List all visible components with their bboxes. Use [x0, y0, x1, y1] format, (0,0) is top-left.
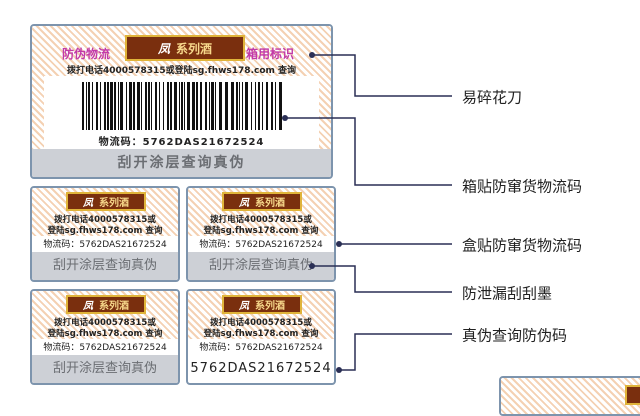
logistics-code: 物流码：5762DAS21672524: [98, 137, 265, 148]
barcode-bar: [245, 82, 248, 130]
logistics-code: 物流码：5762DAS21672524: [199, 343, 323, 353]
barcode-bar: [92, 82, 93, 130]
left-tag: 防伪物流: [62, 47, 111, 61]
barcode-bar: [110, 82, 113, 130]
barcode-bar: [148, 82, 150, 130]
query-line-2: 登陆sg.fhws178.com 查询: [203, 329, 319, 339]
callout-line: [339, 333, 452, 371]
barcode-bar: [104, 82, 106, 130]
carton-label: 凤系列酒 拨打电话4000578315或 登陆sg.fhws178.com 查询…: [30, 289, 180, 385]
carton-label: 凤系列酒 拨打电话4000578315或 登陆sg.fhws178.com 查询…: [30, 186, 180, 282]
scratch-area: 刮开涂层查询真伪: [32, 355, 178, 383]
partial-label: [499, 376, 640, 416]
callout-dot: [309, 263, 315, 269]
callout-scratch-ink: 防泄漏刮刮墨: [462, 284, 553, 303]
brand-logo: 凤系列酒: [66, 295, 146, 314]
scratch-area: 刮开涂层查询真伪: [32, 149, 331, 177]
brand-logo: 凤系列酒: [66, 192, 146, 211]
barcode-bar: [236, 82, 238, 130]
barcode-bar: [200, 82, 202, 130]
barcode-bar: [155, 82, 157, 130]
barcode-bar: [211, 82, 214, 130]
barcode-bar: [209, 82, 210, 130]
callout-anti-counterfeit-code: 真伪查询防伪码: [462, 326, 568, 345]
barcode-bar: [215, 82, 216, 130]
box-label: 凤系列酒 防伪物流 箱用标识 拨打电话4000578315或登陆sg.fhws1…: [30, 24, 333, 179]
barcode-bar: [196, 82, 198, 130]
brand-logo: 凤系列酒: [125, 35, 245, 61]
barcode-bar: [159, 82, 160, 130]
barcode-bar: [107, 82, 109, 130]
barcode-bar: [266, 82, 268, 130]
barcode-bar: [279, 82, 282, 130]
query-line-1: 拨打电话4000578315或: [210, 318, 312, 328]
query-line-2: 登陆sg.fhws178.com 查询: [47, 226, 163, 236]
callout-dot: [309, 52, 315, 58]
barcode-bar: [174, 82, 177, 130]
callout-line: [312, 265, 452, 293]
barcode-bar: [133, 82, 135, 130]
barcode-bar: [163, 82, 164, 130]
barcode-bar: [151, 82, 152, 130]
carton-label: 凤系列酒 拨打电话4000578315或 登陆sg.fhws178.com 查询…: [186, 289, 336, 385]
right-tag: 箱用标识: [246, 47, 295, 61]
barcode-bar: [205, 82, 207, 130]
callout-line: [285, 117, 452, 186]
query-line-2: 登陆sg.fhws178.com 查询: [203, 226, 319, 236]
barcode-bar: [100, 82, 101, 130]
query-line: 拨打电话4000578315或登陆sg.fhws178.com 查询: [66, 66, 297, 76]
barcode-bar: [179, 82, 180, 130]
barcode-bar: [219, 82, 222, 130]
query-line-1: 拨打电话4000578315或: [54, 318, 156, 328]
barcode-bar: [225, 82, 228, 130]
barcode: [82, 82, 282, 130]
callout-lines: [282, 52, 452, 373]
barcode-bar: [126, 82, 127, 130]
barcode-bar: [129, 82, 132, 130]
callout-box-logistics-code: 箱贴防窜货物流码: [462, 177, 583, 196]
brand-logo: 凤系列酒: [222, 295, 302, 314]
logistics-code: 物流码：5762DAS21672524: [43, 240, 167, 250]
callout-fragile-cut: 易碎花刀: [462, 88, 523, 107]
revealed-code: 5762DAS21672524: [190, 361, 332, 376]
barcode-bar: [251, 82, 252, 130]
barcode-bar: [167, 82, 169, 130]
logistics-code: 物流码：5762DAS21672524: [43, 343, 167, 353]
brand-logo: 凤系列酒: [222, 192, 302, 211]
barcode-bar: [137, 82, 140, 130]
barcode-bar: [239, 82, 240, 130]
callout-dot: [336, 241, 342, 247]
barcode-bar: [231, 82, 234, 130]
barcode-bar: [262, 82, 263, 130]
scratch-area: 刮开涂层查询真伪: [32, 252, 178, 280]
barcode-bar: [141, 82, 142, 130]
barcode-bar: [192, 82, 195, 130]
barcode-bar: [170, 82, 172, 130]
barcode-bar: [145, 82, 147, 130]
barcode-bar: [275, 82, 276, 130]
barcode-bar: [255, 82, 256, 130]
barcode-bar: [187, 82, 190, 130]
query-line-1: 拨打电话4000578315或: [54, 215, 156, 225]
callout-line: [312, 54, 452, 97]
barcode-bar: [88, 82, 90, 130]
barcode-bar: [82, 82, 84, 130]
query-line-2: 登陆sg.fhws178.com 查询: [47, 329, 163, 339]
query-line-1: 拨打电话4000578315或: [210, 215, 312, 225]
barcode-bar: [258, 82, 260, 130]
barcode-bar: [96, 82, 98, 130]
barcode-bar: [86, 82, 87, 130]
barcode-bar: [120, 82, 123, 130]
barcode-bar: [242, 82, 243, 130]
callout-dot: [336, 367, 342, 373]
callout-carton-logistics-code: 盒贴防窜货物流码: [462, 236, 583, 255]
barcode-bar: [184, 82, 185, 130]
barcode-bar: [118, 82, 119, 130]
callout-dot: [282, 115, 288, 121]
barcode-bar: [181, 82, 183, 130]
barcode-bar: [271, 82, 273, 130]
logistics-code: 物流码：5762DAS21672524: [199, 240, 323, 250]
barcode-bar: [114, 82, 116, 130]
